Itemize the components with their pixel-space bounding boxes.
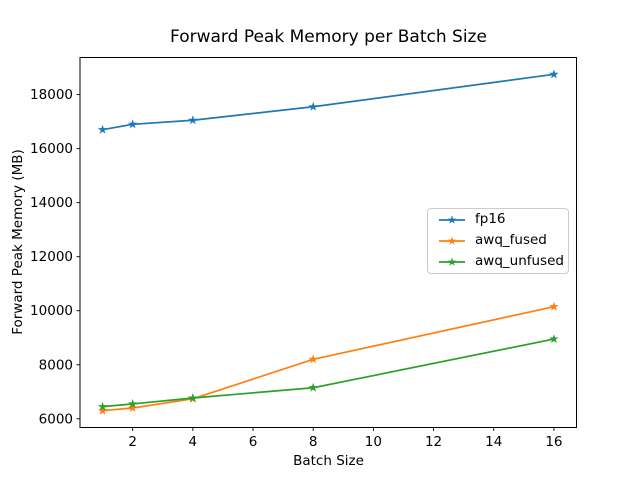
data-point-awq_unfused-x2 — [127, 398, 138, 408]
legend-item-awq-fused: awq_fused — [437, 231, 568, 252]
data-point-awq_fused-x2 — [127, 402, 138, 413]
legend-item-fp16: fp16 — [437, 210, 568, 231]
data-point-fp16-x4 — [188, 115, 198, 125]
line-star-swatch — [439, 257, 465, 266]
plot-border — [79, 57, 577, 428]
series-line-awq_unfused — [101, 338, 555, 408]
data-point-fp16-x2 — [127, 119, 138, 129]
data-point-awq_unfused-x16 — [549, 334, 559, 344]
legend-label: awq_fused — [475, 232, 547, 249]
data-point-awq_fused-x1 — [97, 405, 108, 415]
y-tick-label: 14000 — [30, 195, 73, 211]
legend-label: fp16 — [475, 211, 506, 228]
data-point-awq_fused-x16 — [549, 301, 559, 311]
x-tick-label: 8 — [309, 434, 318, 450]
y-tick-label: 6000 — [39, 411, 73, 427]
line-star-swatch — [439, 215, 465, 224]
series-line-awq_fused — [101, 305, 555, 412]
series-line-fp16 — [101, 73, 555, 131]
legend: fp16 awq_fused awq_unfused — [427, 208, 569, 274]
y-tick-label: 12000 — [30, 249, 73, 265]
y-tick-label: 8000 — [39, 357, 73, 373]
x-tick-label: 16 — [545, 434, 562, 450]
data-point-awq_fused-x8 — [308, 354, 318, 364]
data-point-fp16-x8 — [308, 101, 318, 111]
y-tick-label: 10000 — [30, 303, 73, 319]
data-point-awq_unfused-x4 — [188, 392, 198, 403]
data-point-fp16-x1 — [97, 124, 108, 134]
x-tick-label: 14 — [485, 434, 502, 450]
x-tick-label: 2 — [128, 434, 137, 450]
x-tick-label: 12 — [425, 434, 442, 450]
chart-title: Forward Peak Memory per Batch Size — [170, 27, 487, 47]
data-point-awq_unfused-x8 — [308, 382, 318, 392]
line-star-swatch — [439, 236, 465, 245]
legend-item-awq-unfused: awq_unfused — [437, 252, 568, 273]
data-point-fp16-x16 — [549, 69, 559, 79]
x-tick-label: 4 — [189, 434, 198, 450]
data-point-awq_unfused-x1 — [97, 401, 108, 411]
x-tick-label: 10 — [365, 434, 382, 450]
legend-label: awq_unfused — [475, 253, 564, 270]
y-tick-label: 16000 — [30, 141, 73, 157]
y-tick-label: 18000 — [30, 87, 73, 103]
x-tick-label: 6 — [249, 434, 258, 450]
x-axis-label: Batch Size — [293, 453, 364, 469]
y-axis-label: Forward Peak Memory (MB) — [10, 149, 26, 335]
